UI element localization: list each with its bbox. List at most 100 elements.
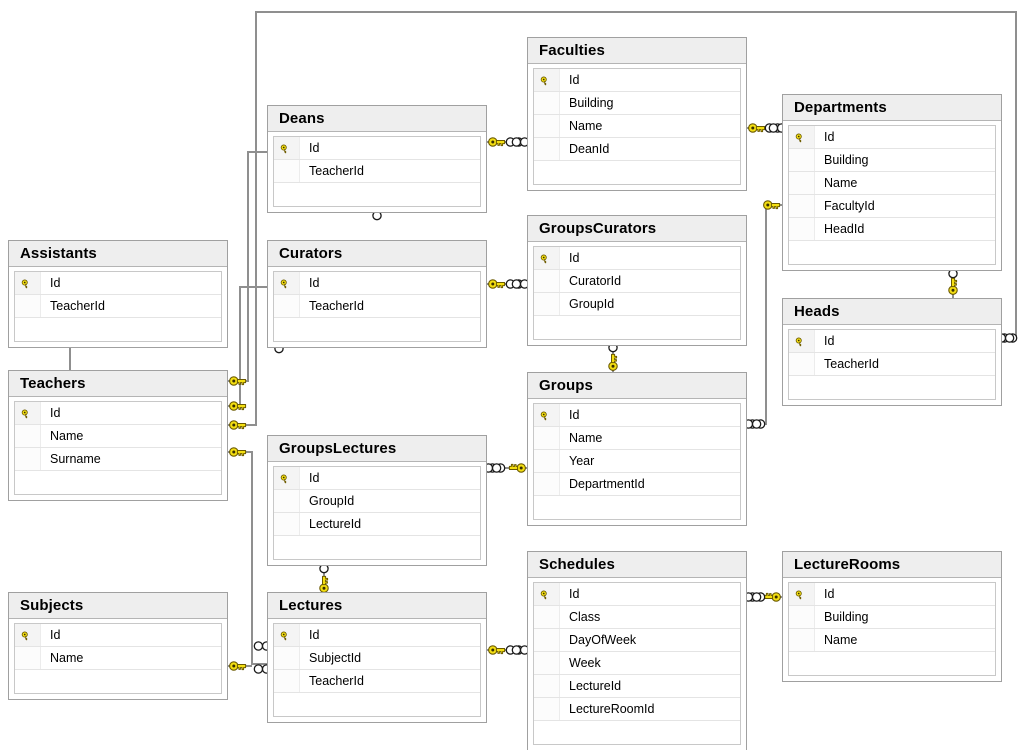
field-row[interactable]: Id <box>789 126 995 149</box>
field-row[interactable]: DepartmentId <box>534 473 740 496</box>
field-name: TeacherId <box>824 357 879 371</box>
field-row[interactable]: Week <box>534 652 740 675</box>
field-gutter <box>789 218 815 240</box>
field-gutter <box>534 115 560 137</box>
field-row[interactable]: Id <box>274 272 480 295</box>
field-gutter <box>789 195 815 217</box>
field-gutter <box>534 450 560 472</box>
field-row[interactable]: FacultyId <box>789 195 995 218</box>
primary-key-gutter <box>789 583 815 605</box>
field-name: DepartmentId <box>569 477 645 491</box>
field-row[interactable]: TeacherId <box>789 353 995 376</box>
field-gutter <box>534 270 560 292</box>
key-icon <box>540 590 547 599</box>
field-name: Id <box>50 276 61 290</box>
field-name: SubjectId <box>309 651 362 665</box>
field-row[interactable]: Id <box>534 69 740 92</box>
entity-title-schedules: Schedules <box>528 552 746 578</box>
infinity-icon <box>505 645 524 655</box>
key-icon <box>280 474 287 483</box>
entity-title-groupslectures: GroupsLectures <box>268 436 486 462</box>
key-icon <box>763 592 781 602</box>
key-icon <box>608 353 618 371</box>
key-icon <box>748 123 766 133</box>
field-row[interactable]: SubjectId <box>274 647 480 670</box>
entity-title-heads: Heads <box>783 299 1001 325</box>
key-icon <box>948 277 958 295</box>
field-name: Id <box>824 334 835 348</box>
field-row[interactable]: Name <box>789 172 995 195</box>
field-row[interactable]: Name <box>15 647 221 670</box>
field-name: DayOfWeek <box>569 633 637 647</box>
field-row[interactable]: LectureRoomId <box>534 698 740 721</box>
field-row[interactable]: Id <box>15 402 221 425</box>
field-row[interactable]: Id <box>274 137 480 160</box>
field-row[interactable]: Building <box>789 606 995 629</box>
field-row[interactable]: Building <box>534 92 740 115</box>
field-row[interactable]: Id <box>274 467 480 490</box>
field-row[interactable]: Name <box>15 425 221 448</box>
field-row[interactable]: TeacherId <box>15 295 221 318</box>
field-name: Id <box>309 141 320 155</box>
field-gutter <box>274 670 300 692</box>
field-row[interactable]: Name <box>534 115 740 138</box>
primary-key-gutter <box>274 272 300 294</box>
field-row[interactable]: Id <box>534 404 740 427</box>
primary-key-gutter <box>274 137 300 159</box>
field-row[interactable]: Id <box>274 624 480 647</box>
field-row[interactable]: GroupId <box>274 490 480 513</box>
field-name: LectureId <box>569 679 622 693</box>
field-row[interactable]: Id <box>534 247 740 270</box>
key-icon <box>229 376 247 386</box>
field-row[interactable]: LectureId <box>274 513 480 536</box>
field-row[interactable]: CuratorId <box>534 270 740 293</box>
field-gutter <box>274 490 300 512</box>
field-gutter <box>15 647 41 669</box>
field-row[interactable]: Id <box>789 330 995 353</box>
field-row[interactable]: Id <box>15 272 221 295</box>
field-row[interactable]: Surname <box>15 448 221 471</box>
primary-key-gutter <box>534 247 560 269</box>
field-row[interactable]: TeacherId <box>274 295 480 318</box>
field-row[interactable]: Name <box>534 427 740 450</box>
field-row[interactable]: Building <box>789 149 995 172</box>
field-row[interactable]: LectureId <box>534 675 740 698</box>
field-name: Id <box>50 628 61 642</box>
key-icon <box>488 645 506 655</box>
field-row[interactable]: TeacherId <box>274 160 480 183</box>
field-row[interactable]: Id <box>789 583 995 606</box>
field-row[interactable]: Name <box>789 629 995 652</box>
field-row[interactable]: TeacherId <box>274 670 480 693</box>
field-row[interactable]: GroupId <box>534 293 740 316</box>
field-name: Id <box>309 276 320 290</box>
field-row[interactable]: DeanId <box>534 138 740 161</box>
empty-field-row <box>789 241 995 264</box>
infinity-icon <box>487 463 506 473</box>
field-row[interactable]: Class <box>534 606 740 629</box>
field-row[interactable]: Id <box>15 624 221 647</box>
field-row[interactable]: DayOfWeek <box>534 629 740 652</box>
field-row[interactable]: Year <box>534 450 740 473</box>
empty-field-row <box>15 670 221 693</box>
field-row[interactable]: HeadId <box>789 218 995 241</box>
field-gutter <box>534 473 560 495</box>
field-row[interactable]: Id <box>534 583 740 606</box>
key-icon <box>763 200 781 210</box>
